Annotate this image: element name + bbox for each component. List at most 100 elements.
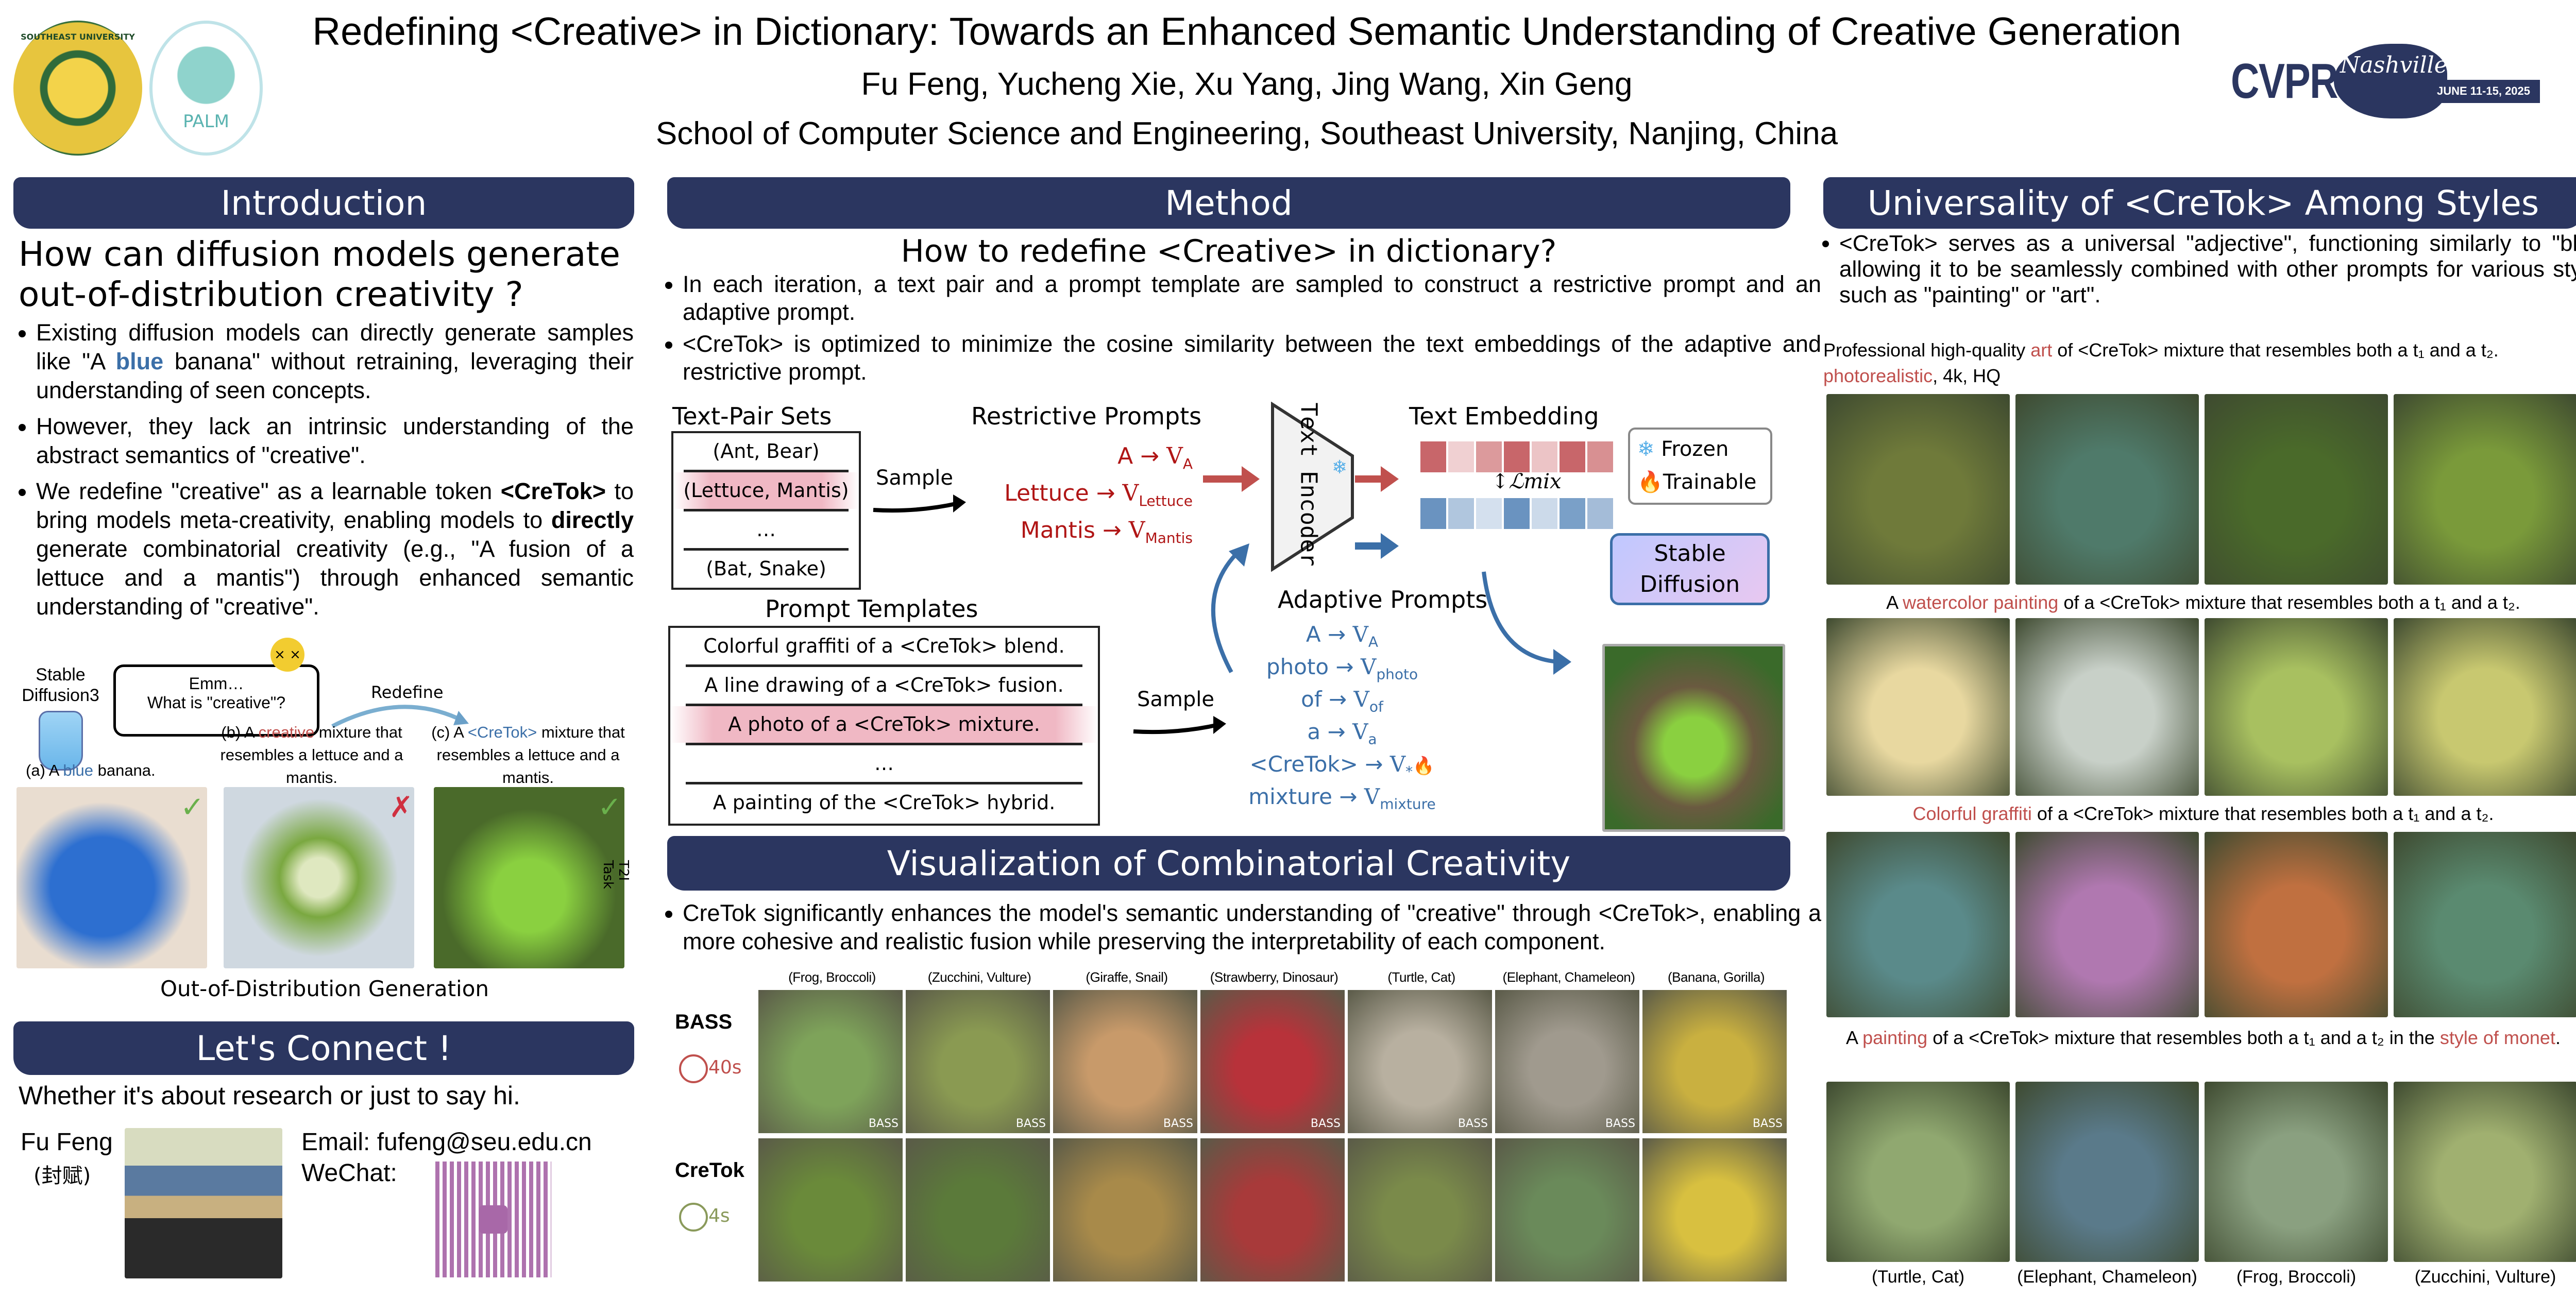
cvpr-city: Nashville: [2340, 52, 2448, 78]
result-image: BASS: [1642, 990, 1787, 1133]
style-keyword: Colorful graffiti: [1912, 803, 2032, 824]
embedding-cell: [1419, 497, 1447, 530]
text-embedding-title: Text Embedding: [1409, 402, 1599, 430]
intro-bullets: Existing diffusion models can directly g…: [0, 318, 634, 628]
vector-subscript: A: [1182, 455, 1193, 472]
vector-symbol: V: [1353, 687, 1369, 712]
creative-word: creative: [258, 723, 315, 741]
result-image: BASS: [1053, 990, 1197, 1133]
adaptive-prompt: mixture → Vmixture: [1229, 780, 1455, 813]
caption-a: (a) A blue banana.: [26, 761, 156, 780]
bass-watermark: BASS: [868, 1117, 899, 1130]
embedding-cell: [1503, 497, 1531, 530]
style-keyword: photorealistic: [1823, 365, 1933, 386]
styles-bullets: <CreTok> serves as a universal "adjectiv…: [1803, 231, 2576, 308]
style-column-label: (Elephant, Chameleon): [2017, 1267, 2197, 1287]
intro-heading: Introduction: [13, 177, 634, 229]
text: (a) A: [26, 761, 63, 779]
bass-watermark: BASS: [1310, 1117, 1341, 1130]
viz-grid: (Frog, Broccoli)(Zucchini, Vulture)(Gira…: [670, 968, 1793, 1282]
token-word: Lettuce: [1004, 480, 1089, 506]
vector-subscript: Lettuce: [1139, 492, 1193, 509]
arrow-icon: →: [1329, 654, 1361, 679]
flame-icon: 🔥: [1413, 756, 1435, 776]
frozen-label: Frozen: [1661, 437, 1729, 461]
palm-logo: PALM: [149, 21, 263, 156]
generated-image: [1602, 644, 1785, 832]
style-keyword: painting: [1862, 1027, 1928, 1048]
vector-symbol: V: [1364, 784, 1380, 809]
token-word: photo: [1266, 654, 1329, 679]
bubble-line-1: Emm…: [189, 674, 244, 693]
row-label: CreTok: [675, 1159, 744, 1182]
contact-name-cn: (封赋): [33, 1164, 91, 1188]
sample-arrow-icon: [873, 494, 966, 513]
cvpr-dates: JUNE 11-15, 2025: [2437, 84, 2531, 97]
cretok-token: <CreTok>: [500, 478, 606, 504]
cretok-word: <CreTok>: [467, 723, 537, 741]
snowflake-icon: ❄: [1637, 437, 1662, 461]
style-keyword: style of monet: [2439, 1027, 2555, 1048]
wechat-qr-code[interactable]: [435, 1162, 551, 1277]
column-label: (Strawberry, Dinosaur): [1210, 969, 1338, 985]
prompt-text: .: [2555, 1027, 2561, 1048]
bass-watermark: BASS: [1752, 1117, 1783, 1130]
embedding-cell: [1531, 497, 1558, 530]
column-label: (Elephant, Chameleon): [1502, 969, 1635, 985]
restrictive-prompt: Lettuce → VLettuce: [976, 475, 1193, 512]
poster-authors: Fu Feng, Yucheng Xie, Xu Yang, Jing Wang…: [861, 66, 1633, 102]
method-bullet-2: <CreTok> is optimized to minimize the co…: [683, 330, 1821, 386]
style-keyword: art: [2030, 339, 2053, 361]
palm-logo-text: PALM: [183, 111, 229, 132]
result-image: [1495, 1138, 1639, 1282]
figure-caption: Out-of-Distribution Generation: [160, 976, 489, 1001]
intro-figure: Stable Diffusion3 Emm… What is "creative…: [10, 638, 639, 1004]
adaptive-embedding: [1419, 497, 1614, 530]
intro-bullet-3: We redefine "creative" as a learnable to…: [36, 477, 634, 621]
text-pair-item: (Lettuce, Mantis): [673, 472, 859, 509]
text-pair-box: (Ant, Bear)(Lettuce, Mantis)…(Bat, Snake…: [671, 431, 861, 590]
arrow-icon: →: [1089, 480, 1123, 506]
style-keyword: watercolor painting: [1903, 592, 2059, 613]
text: mixture that resembles a lettuce and a m…: [220, 723, 403, 787]
style-image: [1826, 394, 2010, 585]
sample-arrow-icon: [1133, 716, 1226, 735]
legend-box: ❄ Frozen 🔥Trainable: [1628, 428, 1772, 505]
text-pair-title: Text-Pair Sets: [672, 402, 832, 430]
style-image: [2015, 832, 2199, 1017]
sd-label: Stable Diffusion3: [22, 665, 99, 705]
prompt-text: of a <CreTok> mixture that resembles bot…: [2031, 803, 2494, 824]
avatar: [125, 1128, 282, 1278]
result-image: [906, 1138, 1050, 1282]
bold-directly: directly: [551, 507, 634, 533]
prompt-text: A: [1886, 592, 1903, 613]
embedding-cell: [1558, 497, 1586, 530]
redefine-label: Redefine: [371, 682, 444, 702]
styles-grid: Professional high-quality art of <CreTok…: [1823, 337, 2576, 1295]
vector-subscript: mixture: [1380, 795, 1436, 813]
style-image: [2394, 832, 2576, 1017]
caption-b: (b) A creative mixture that resembles a …: [211, 721, 412, 789]
token-word: mixture: [1248, 784, 1332, 809]
vector-symbol: V: [1166, 443, 1183, 469]
text: We redefine "creative" as a learnable to…: [36, 478, 501, 504]
adaptive-prompt: a → Va: [1229, 715, 1455, 748]
vector-symbol: V: [1128, 517, 1145, 543]
text-pair-item: …: [756, 518, 776, 541]
blue-banana-image: [16, 787, 207, 968]
bass-lettuce-mantis-image: [224, 787, 414, 968]
templates-box: Colorful graffiti of a <CreTok> blend.A …: [668, 626, 1100, 826]
dizzy-emoji-icon: × ×: [270, 638, 304, 672]
embedding-cell: [1475, 440, 1503, 473]
prompt-text: of a <CreTok> mixture that resembles bot…: [1927, 1027, 2440, 1048]
vector-subscript: Mantis: [1145, 529, 1193, 546]
style-image: [2015, 394, 2199, 585]
text-encoder-label: Text Encoder: [1295, 402, 1322, 567]
legend-trainable: 🔥Trainable: [1637, 466, 1770, 499]
embedding-cell: [1447, 440, 1475, 473]
contact-name: Fu Feng: [21, 1129, 113, 1156]
template-item: A line drawing of a <CreTok> fusion.: [704, 674, 1064, 696]
style-prompt: A painting of a <CreTok> mixture that re…: [1823, 1025, 2576, 1051]
